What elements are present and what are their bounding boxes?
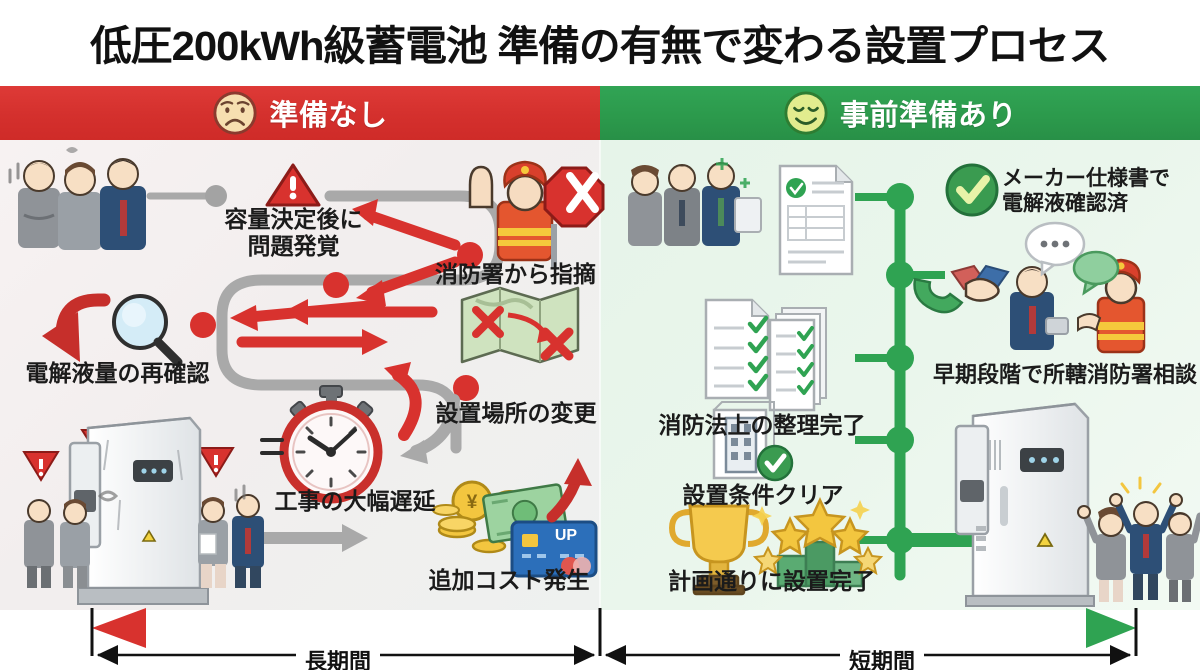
duration-label-short: 短期間	[840, 644, 925, 670]
caption-spec-confirmed: メーカー仕様書で 電解液確認済	[1002, 167, 1200, 217]
header-no-preparation: 準備なし	[0, 86, 600, 140]
header-left-label: 準備なし	[269, 100, 388, 132]
caption-fire-dept-notice: 消防署から指摘	[435, 261, 596, 287]
caption-line-1: 容量決定後に	[224, 206, 363, 232]
duration-bars	[90, 608, 1138, 665]
caption-construction-delay: 工事の大幅遅延	[274, 488, 436, 514]
caption-site-condition-clear: 設置条件クリア	[682, 482, 844, 508]
caption-line-1: メーカー仕様書で	[1002, 167, 1170, 190]
duration-label-long: 長期間	[296, 644, 381, 670]
caption-early-consult: 早期段階で所轄消防署相談	[932, 362, 1197, 387]
smiling-face-icon	[784, 91, 828, 135]
caption-fire-law-done: 消防法上の整理完了	[658, 412, 866, 438]
caption-line-2: 問題発覚	[247, 233, 340, 260]
header-right-label: 事前準備あり	[839, 100, 1017, 132]
caption-relocate-site: 設置場所の変更	[435, 400, 597, 426]
caption-problem-after-capacity: 容量決定後に 問題発覚	[206, 206, 381, 260]
panel-divider	[599, 140, 601, 610]
caption-line-2: 電解液確認済	[1002, 191, 1128, 215]
title-bar: 低圧200kWh級蓄電池 準備の有無で変わる設置プロセス	[0, 0, 1200, 84]
caption-install-as-planned: 計画通りに設置完了	[668, 568, 875, 594]
page-title: 低圧200kWh級蓄電池 準備の有無で変わる設置プロセス	[90, 23, 1110, 69]
caption-recheck-electrolyte: 電解液量の再確認	[25, 360, 210, 386]
worried-face-icon	[213, 91, 258, 135]
header-with-preparation: 事前準備あり	[600, 86, 1200, 140]
caption-extra-cost: 追加コスト発生	[428, 567, 590, 593]
